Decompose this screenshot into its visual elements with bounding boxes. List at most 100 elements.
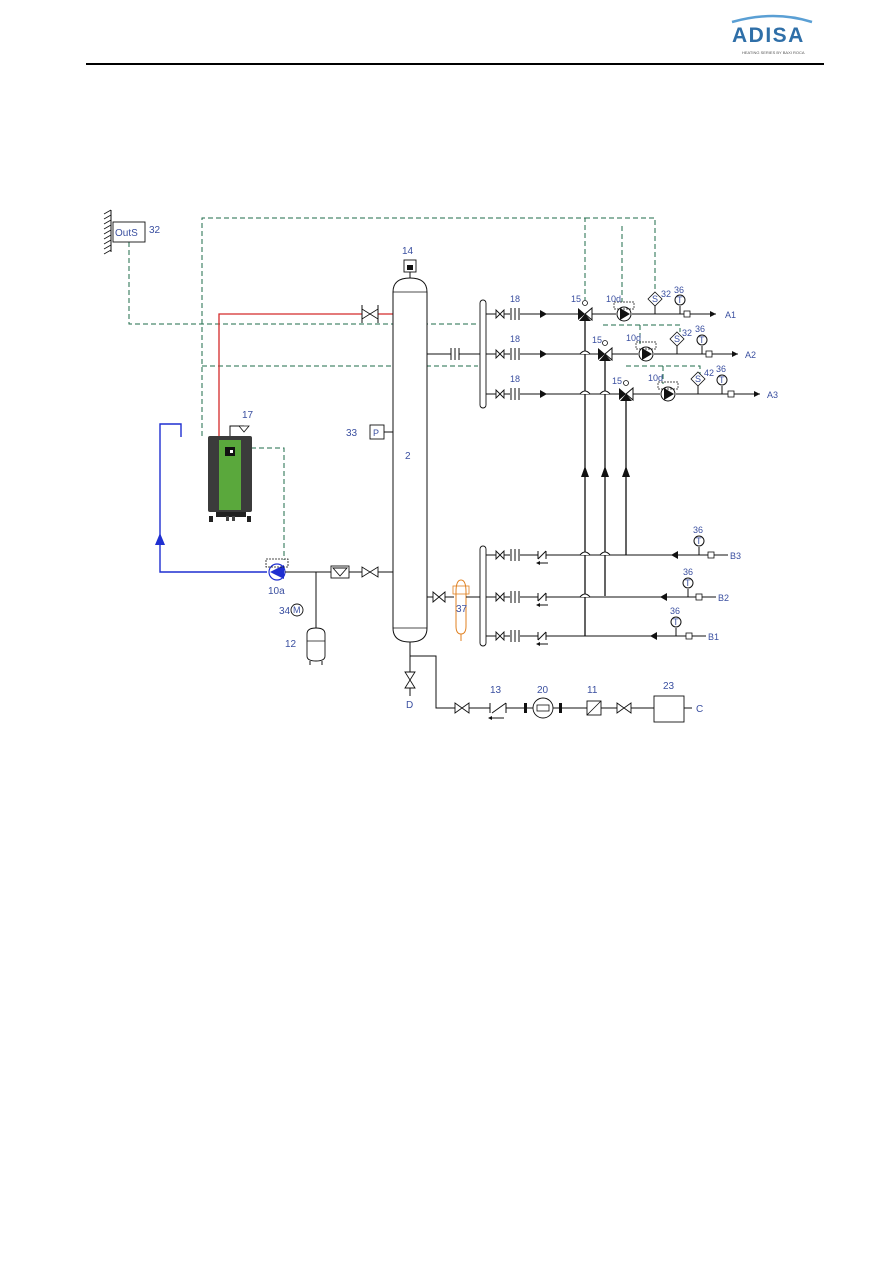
water-softener: 23 C <box>653 681 703 723</box>
pump-icon <box>657 381 679 402</box>
mixing-valve-icon <box>619 380 634 402</box>
thermo-label: 36 <box>683 567 693 577</box>
outdoor-sensor-label: OutS <box>115 228 138 239</box>
outdoor-sensor: OutS 32 <box>103 209 161 255</box>
control-wiring <box>128 217 701 560</box>
brand-logo: ADISA HEATING SERIES BY BAXI ROCA <box>724 12 824 62</box>
expansion-vessel: 12 <box>285 627 326 665</box>
boiler-label: 17 <box>242 410 254 421</box>
valve-label: 18 <box>510 374 520 384</box>
thermo-glyph: T <box>673 617 679 627</box>
valve-label: 18 <box>510 294 520 304</box>
mixing-bypass-pipes <box>579 321 630 636</box>
mix-valve-label: 15 <box>571 294 581 304</box>
boiler-flow-valve <box>361 305 379 323</box>
thermo-glyph: T <box>696 536 702 546</box>
sensor-glyph: S <box>674 334 680 344</box>
sensor-label: 42 <box>704 368 714 378</box>
valve-label: 18 <box>510 334 520 344</box>
check-valve-label: 13 <box>490 685 502 696</box>
expansion-vessel-label: 12 <box>285 639 297 650</box>
thermo-label: 36 <box>695 324 705 334</box>
circuit-a2: S T 18 15 10d 32 36 A2 <box>486 324 756 362</box>
circuit-a1: S T 18 15 10d 32 36 A1 <box>486 285 736 322</box>
pressure-sensor-label: 33 <box>346 428 358 439</box>
drain-label: D <box>406 700 413 711</box>
inlet-b2-label: B2 <box>718 593 729 603</box>
outdoor-sensor-number: 32 <box>149 225 161 236</box>
thermometer-icon <box>696 334 708 346</box>
thermo-glyph: T <box>699 335 705 345</box>
mixing-valve-icon <box>578 300 593 322</box>
fill-check-valve: 13 <box>488 685 507 720</box>
return-check-valve <box>330 565 350 579</box>
pressure-sensor: P 33 <box>346 424 393 440</box>
mix-valve-label: 15 <box>592 335 602 345</box>
circuit-a3: S T 18 15 10d 42 36 A3 <box>486 364 778 402</box>
pressure-sensor-glyph: P <box>373 428 379 438</box>
outlet-a1-label: A1 <box>725 310 736 320</box>
thermo-label: 36 <box>716 364 726 374</box>
drain-and-fill: D 13 20 11 <box>404 642 703 723</box>
dirt-separator: 37 <box>427 579 480 641</box>
sensor-label: 32 <box>661 289 671 299</box>
flow-arrow-icon <box>155 533 165 545</box>
boiler-pump-label: 10a <box>268 586 285 597</box>
thermo-glyph: T <box>685 578 691 588</box>
return-gate-valve <box>361 566 379 578</box>
thermo-label: 36 <box>674 285 684 295</box>
header-label: 2 <box>405 451 411 462</box>
header-rule <box>86 63 824 65</box>
circuit-b1: T 36 B1 <box>486 606 719 646</box>
pump-icon <box>635 341 657 362</box>
softener-label: 23 <box>663 681 675 692</box>
inlet-b1-label: B1 <box>708 632 719 642</box>
thermo-glyph: T <box>677 295 683 305</box>
pump-label: 10d <box>606 294 621 304</box>
header-top-label: 14 <box>402 246 414 257</box>
return-collector <box>479 545 487 647</box>
filter-label: 11 <box>587 685 598 696</box>
logo-subtitle: HEATING SERIES BY BAXI ROCA <box>742 50 805 55</box>
manometer-label: 34 <box>279 606 291 617</box>
boiler-pump: 10a <box>265 558 289 597</box>
boiler-flow-line <box>218 313 393 436</box>
pump-label: 10d <box>626 333 641 343</box>
sensor-glyph: S <box>695 374 701 384</box>
supply-label: C <box>696 704 703 715</box>
circuit-b3: T 36 B3 <box>486 525 741 565</box>
thermo-glyph: T <box>719 375 725 385</box>
logo-text: ADISA <box>732 24 805 47</box>
mix-valve-label: 15 <box>612 376 622 386</box>
thermometer-icon <box>716 374 728 386</box>
thermometer-icon <box>682 577 694 589</box>
boiler-return-line <box>159 423 267 573</box>
thermo-label: 36 <box>670 606 680 616</box>
dirt-separator-label: 37 <box>456 604 468 615</box>
hydraulic-header: 14 2 <box>392 246 428 643</box>
hatched-wall-icon <box>103 209 112 255</box>
filter: 11 <box>586 685 602 716</box>
meter-label: 20 <box>537 685 549 696</box>
thermometer-icon <box>674 294 686 306</box>
water-meter: 20 <box>524 685 562 719</box>
sensor-label: 32 <box>682 328 692 338</box>
outlet-a2-label: A2 <box>745 350 756 360</box>
inlet-b3-label: B3 <box>730 551 741 561</box>
outlet-a3-label: A3 <box>767 390 778 400</box>
supply-collector <box>427 299 487 409</box>
pump-icon <box>613 301 635 322</box>
pump-label: 10d <box>648 373 663 383</box>
air-vent-icon <box>238 425 250 433</box>
svg-text:M: M <box>293 605 301 615</box>
logo-swoosh-icon <box>731 14 813 24</box>
thermo-label: 36 <box>693 525 703 535</box>
thermometer-icon <box>693 535 705 547</box>
boiler: 17 <box>208 410 254 522</box>
thermometer-icon <box>670 616 682 628</box>
mixing-valve-icon <box>598 340 613 362</box>
manometer-icon <box>290 603 304 617</box>
sensor-glyph: S <box>652 294 658 304</box>
